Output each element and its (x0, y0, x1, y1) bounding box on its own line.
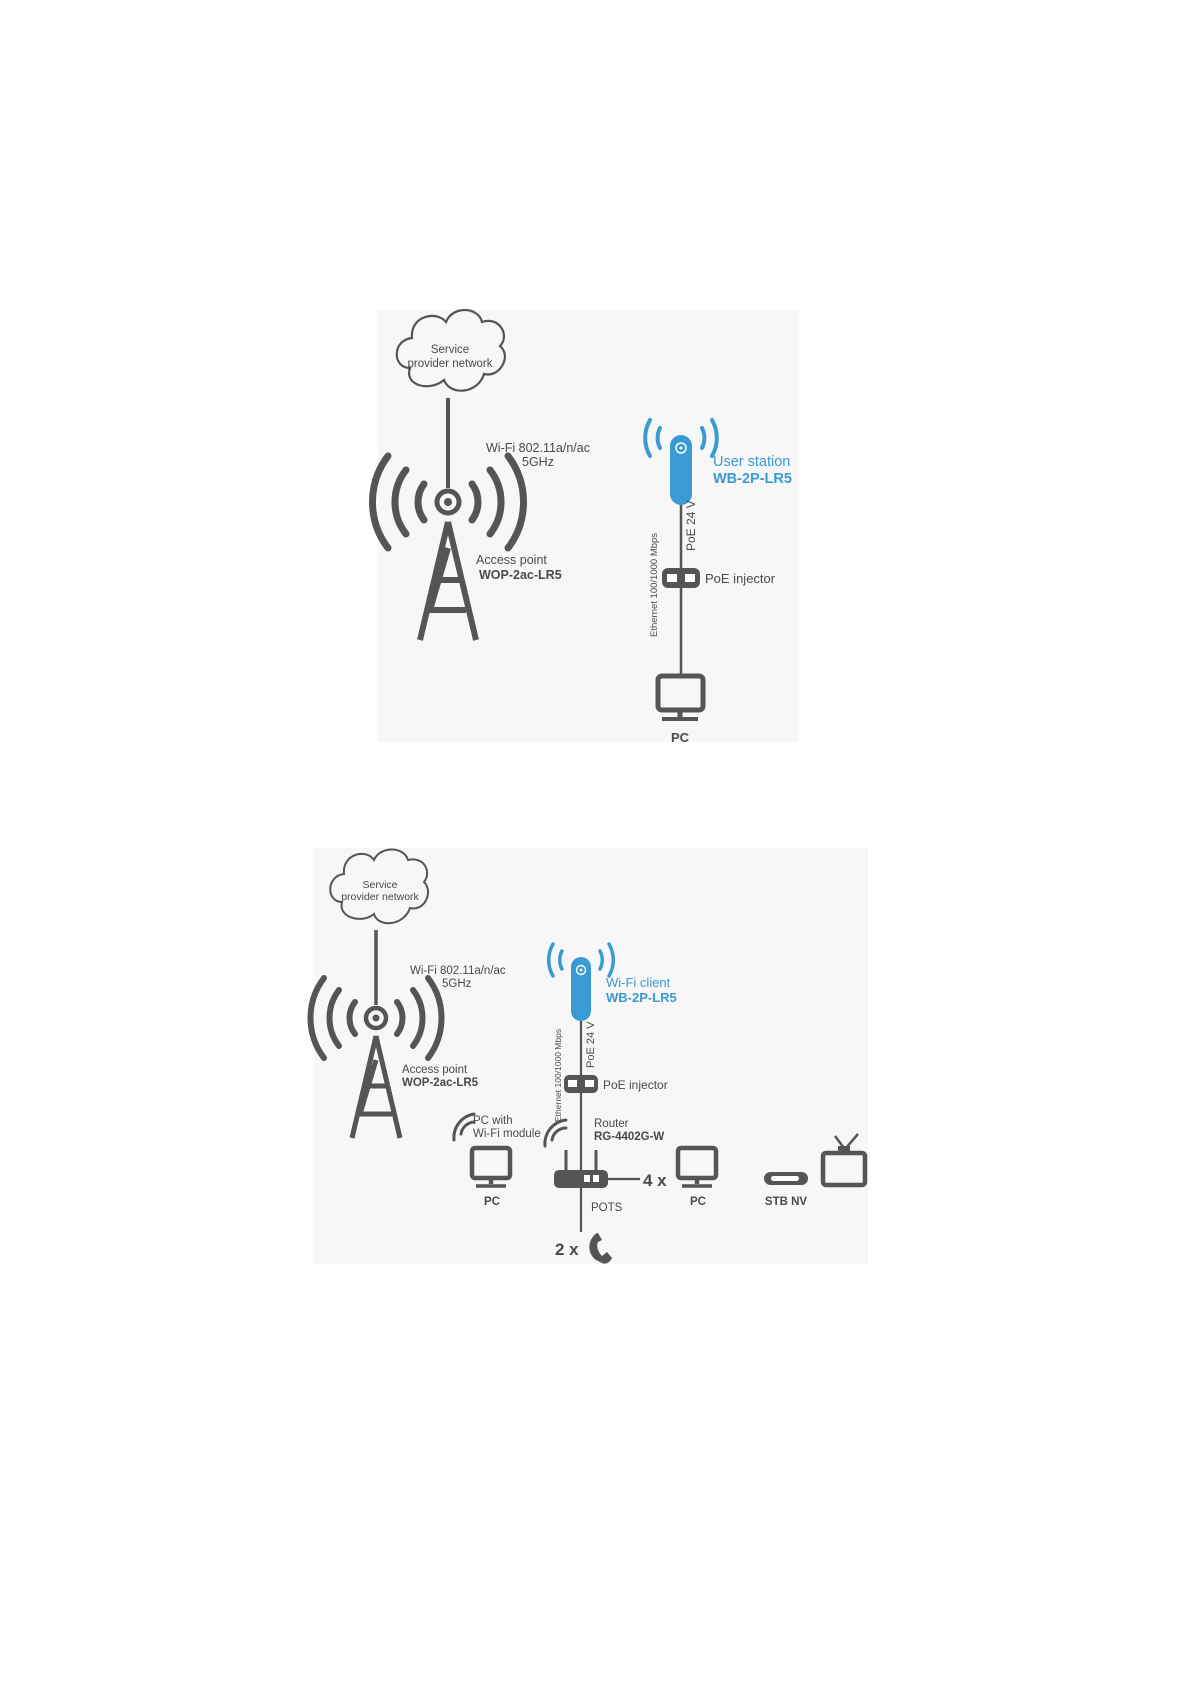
user-station-model: WB-2P-LR5 (713, 471, 792, 487)
cloud-label-1: Service (362, 879, 397, 891)
poe-injector-label: PoE injector (705, 571, 776, 586)
poe-injector-label: PoE injector (603, 1078, 668, 1092)
diagram-1: Service provider network Wi-Fi 802.11a/n… (369, 308, 798, 745)
wifi-standard-label: Wi-Fi 802.11a/n/ac (486, 441, 590, 455)
router-icon (543, 1118, 608, 1188)
access-point-label: Access point (402, 1064, 468, 1076)
router-model: RG-4402G-W (594, 1131, 664, 1143)
wifi-client-icon (546, 942, 616, 1021)
pc-multiplier: 4 x (643, 1171, 667, 1190)
cloud-label-1: Service (431, 344, 469, 356)
access-point-model: WOP-2ac-LR5 (479, 568, 562, 582)
phone-multiplier: 2 x (555, 1240, 579, 1259)
wifi-band-label: 5GHz (442, 978, 472, 990)
diagram-2-panel (314, 848, 868, 1264)
pc-monitor-icon (655, 673, 706, 721)
pc-right-label: PC (690, 1196, 706, 1208)
poe-voltage-label: PoE 24 V (585, 1021, 597, 1068)
pc-wifi-icon (452, 1112, 513, 1188)
cloud-icon (395, 308, 506, 392)
wifi-band-label: 5GHz (522, 455, 554, 469)
pc-label: PC (671, 730, 690, 745)
tv-icon (820, 1133, 868, 1188)
user-station-label: User station (713, 454, 790, 470)
wifi-standard-label: Wi-Fi 802.11a/n/ac (410, 965, 506, 977)
access-point-icon (307, 975, 445, 1139)
cloud-label-2: provider network (407, 358, 492, 370)
ethernet-label: Ethernet 100/1000 Mbps (649, 533, 660, 637)
wifi-client-model: WB-2P-LR5 (606, 990, 677, 1005)
cloud-icon (329, 848, 429, 924)
pots-label: POTS (591, 1202, 623, 1214)
access-point-model: WOP-2ac-LR5 (402, 1077, 479, 1089)
stb-label: STB NV (765, 1196, 808, 1208)
poe-voltage-label: PoE 24 V (684, 500, 698, 551)
pc-monitor-icon (675, 1145, 719, 1188)
poe-injector-icon (662, 568, 700, 588)
pc-wifi-label-2: Wi-Fi module (473, 1128, 541, 1140)
access-point-label: Access point (476, 553, 547, 567)
cloud-label-2: provider network (341, 891, 419, 903)
ethernet-label: Ethernet 100/1000 Mbps (553, 1029, 563, 1122)
router-label: Router (594, 1118, 629, 1130)
user-station-icon (643, 418, 719, 505)
stb-icon (764, 1172, 808, 1185)
phone-icon (589, 1233, 612, 1264)
diagram-2: Service provider network Wi-Fi 802.11a/n… (307, 848, 868, 1264)
pc-wifi-label-1: PC with (473, 1115, 513, 1127)
access-point-icon (369, 452, 527, 641)
pc-left-label: PC (484, 1196, 500, 1208)
wifi-client-label: Wi-Fi client (606, 975, 671, 990)
poe-injector-icon (564, 1075, 598, 1093)
